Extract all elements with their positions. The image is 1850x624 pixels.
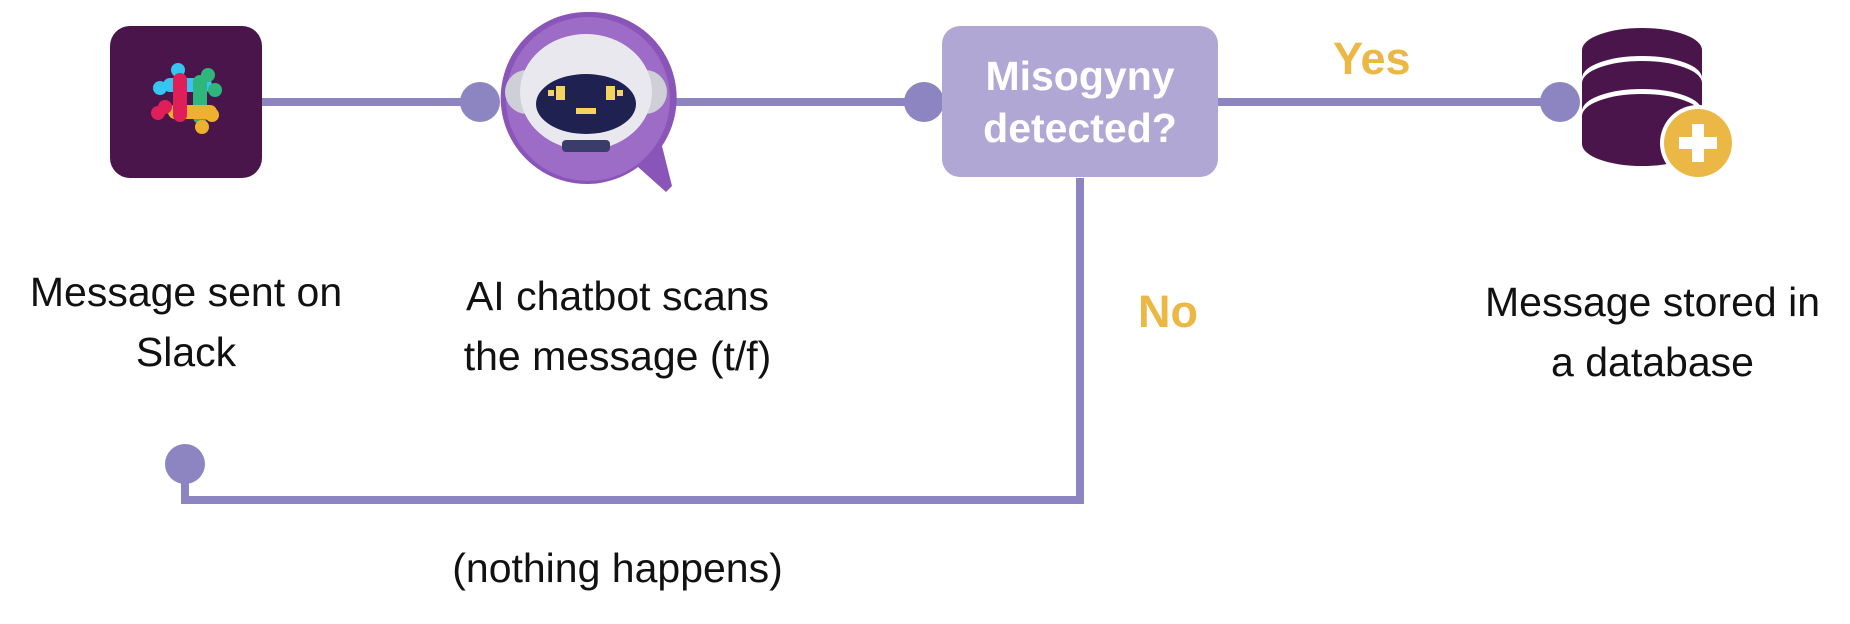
database-add-icon (1582, 28, 1736, 181)
dot-database-input (1540, 82, 1580, 122)
decision-line1: Misogyny (985, 52, 1175, 99)
slack-label-line2: Slack (135, 329, 237, 375)
database-node-label: Message stored in a database (1455, 272, 1850, 392)
no-outcome-label: (nothing happens) (452, 545, 783, 591)
chatbot-label-line2: the message (t/f) (463, 333, 772, 379)
no-label: No (1138, 286, 1198, 337)
dot-decision-input (904, 82, 944, 122)
connector-dots (165, 82, 1580, 484)
yes-label: Yes (1333, 33, 1411, 84)
decision-node: Misogyny detected? (942, 26, 1218, 177)
dot-slack-return (165, 444, 205, 484)
decision-line2: detected? (983, 104, 1177, 151)
slack-label-line1: Message sent on (29, 269, 343, 315)
dot-chatbot-input (460, 82, 500, 122)
chatbot-node-label: AI chatbot scans the message (t/f) (420, 266, 815, 386)
robot-chatbot-icon (500, 11, 677, 192)
slack-logo-icon (110, 26, 262, 178)
slack-node-label: Message sent on Slack (0, 262, 372, 382)
database-label-line2: a database (1551, 339, 1754, 385)
connectors (181, 98, 1558, 504)
chatbot-label-line1: AI chatbot scans (465, 273, 770, 319)
database-label-line1: Message stored in (1484, 279, 1820, 325)
